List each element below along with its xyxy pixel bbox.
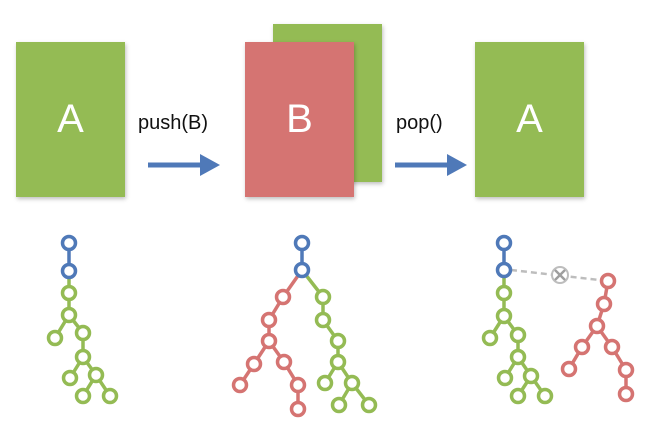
tree-a-restored (481, 234, 635, 405)
card-b-label: B (286, 97, 313, 141)
card-b-pushed: B (245, 42, 354, 197)
push-label: push(B) (138, 112, 209, 134)
card-a-initial-label: A (57, 97, 84, 141)
pop-label: pop() (396, 112, 443, 134)
x-cross-icon (551, 266, 569, 284)
arrow-right-icon (148, 154, 220, 176)
detached-link (510, 268, 609, 283)
tree-a-initial (46, 234, 119, 405)
card-a-restored-label: A (516, 97, 543, 141)
card-a-initial: A (16, 42, 125, 197)
card-a-restored: A (475, 42, 584, 197)
tree-a-with-b (231, 234, 378, 418)
arrow-right-icon (395, 154, 467, 176)
